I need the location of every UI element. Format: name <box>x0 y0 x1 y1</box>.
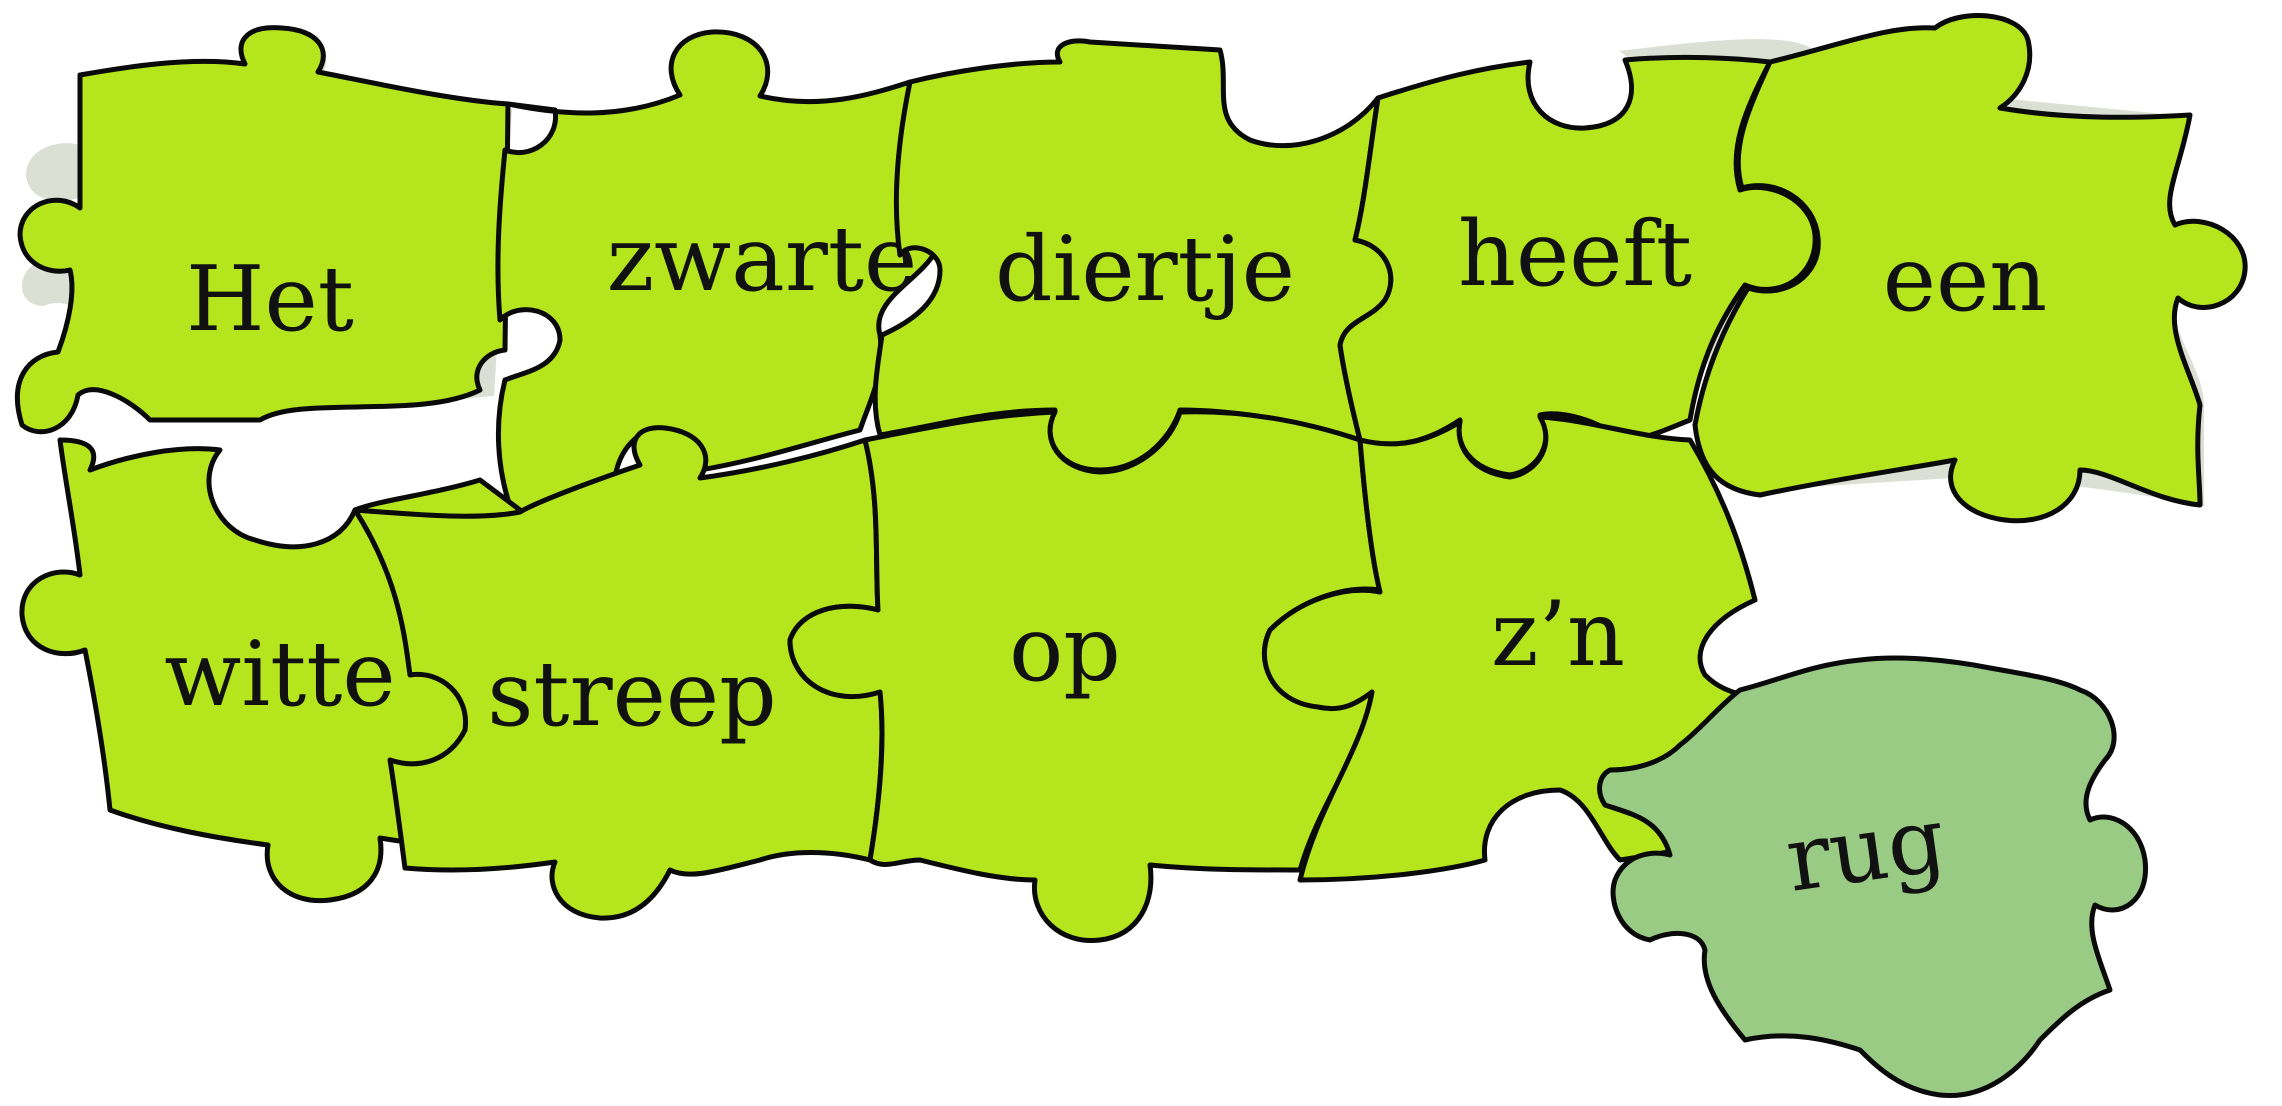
puzzle-piece-diertje[interactable]: diertje <box>872 38 1394 473</box>
word-diertje: diertje <box>995 217 1295 322</box>
word-streep: streep <box>487 642 777 747</box>
word-zn: z’n <box>1491 582 1625 687</box>
puzzle-piece-streep[interactable]: streep <box>352 425 885 921</box>
word-een: een <box>1883 227 2048 332</box>
puzzle-piece-rug[interactable]: rug <box>1597 655 2149 1099</box>
word-witte: witte <box>164 622 395 727</box>
puzzle-piece-zwarte[interactable]: zwarte <box>495 29 938 523</box>
puzzle-piece-een[interactable]: een <box>1692 13 2248 524</box>
puzzle-piece-het[interactable]: Het <box>15 25 511 435</box>
puzzle-piece-heeft[interactable]: heeft <box>1337 54 1818 478</box>
word-heeft: heeft <box>1458 202 1692 307</box>
puzzle-piece-op[interactable]: op <box>787 409 1383 944</box>
word-het: Het <box>186 247 354 352</box>
word-op: op <box>1009 597 1121 702</box>
word-rug: rug <box>1780 787 1952 913</box>
word-zwarte: zwarte <box>607 207 918 312</box>
